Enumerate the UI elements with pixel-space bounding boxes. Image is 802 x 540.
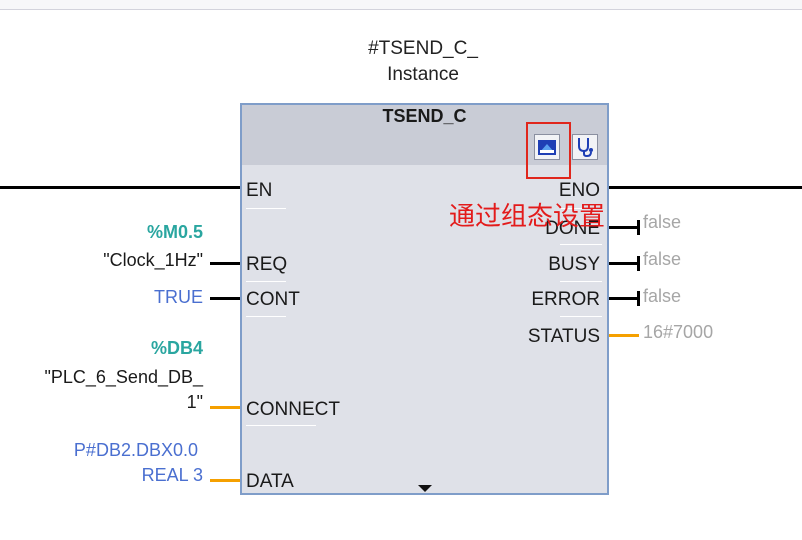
data-operand[interactable]: P#DB2.DBX0.0	[73, 440, 198, 460]
done-value: false	[643, 212, 682, 232]
pin-connect[interactable]: CONNECT	[246, 399, 340, 420]
connect-operand-cont[interactable]: 1"	[186, 392, 203, 412]
cont-operand[interactable]: TRUE	[154, 287, 203, 307]
busy-terminal	[637, 256, 640, 271]
busy-wire	[609, 262, 639, 265]
pin-cont[interactable]: CONT	[246, 289, 300, 310]
separator	[560, 208, 602, 209]
connect-operand[interactable]: "PLC_6_Send_DB_	[44, 367, 203, 387]
pin-busy[interactable]: BUSY	[548, 254, 600, 275]
req-address[interactable]: %M0.5	[146, 222, 203, 242]
expand-arrow-icon[interactable]	[418, 485, 432, 492]
pin-en: EN	[246, 180, 273, 201]
highlight-box	[526, 122, 571, 179]
pin-req[interactable]: REQ	[246, 254, 288, 275]
separator	[246, 316, 286, 317]
en-wire	[0, 186, 240, 189]
status-wire	[609, 334, 639, 337]
connection-config-icon[interactable]	[534, 134, 560, 160]
req-wire	[210, 262, 240, 265]
data-operand-type[interactable]: REAL 3	[141, 465, 203, 485]
separator	[246, 281, 286, 282]
separator	[560, 281, 602, 282]
instance-name[interactable]: #TSEND_C_	[368, 38, 478, 59]
done-terminal	[637, 220, 640, 235]
block-title: TSEND_C	[382, 106, 467, 126]
editor-top-bar	[0, 0, 802, 10]
connect-wire	[210, 406, 240, 409]
pin-data[interactable]: DATA	[246, 471, 294, 492]
pin-error[interactable]: ERROR	[531, 289, 600, 310]
error-terminal	[637, 291, 640, 306]
req-operand[interactable]: "Clock_1Hz"	[103, 250, 203, 270]
separator	[246, 208, 286, 209]
instance-label: Instance	[387, 64, 459, 85]
tsend-c-block[interactable]	[240, 103, 609, 495]
annotation-text: 通过组态设置	[449, 202, 606, 232]
separator	[246, 425, 316, 426]
pin-done[interactable]: DONE	[545, 218, 600, 239]
cont-wire	[210, 297, 240, 300]
separator	[560, 316, 602, 317]
busy-value: false	[643, 249, 682, 269]
error-wire	[609, 297, 639, 300]
done-wire	[609, 226, 639, 229]
status-value: 16#7000	[643, 322, 714, 342]
error-value: false	[643, 286, 682, 306]
eno-wire	[609, 186, 802, 189]
separator	[560, 244, 602, 245]
connect-address[interactable]: %DB4	[150, 338, 203, 358]
stethoscope-icon[interactable]	[572, 134, 598, 160]
pin-status[interactable]: STATUS	[527, 326, 600, 347]
pin-eno: ENO	[558, 180, 600, 201]
data-wire	[210, 479, 240, 482]
